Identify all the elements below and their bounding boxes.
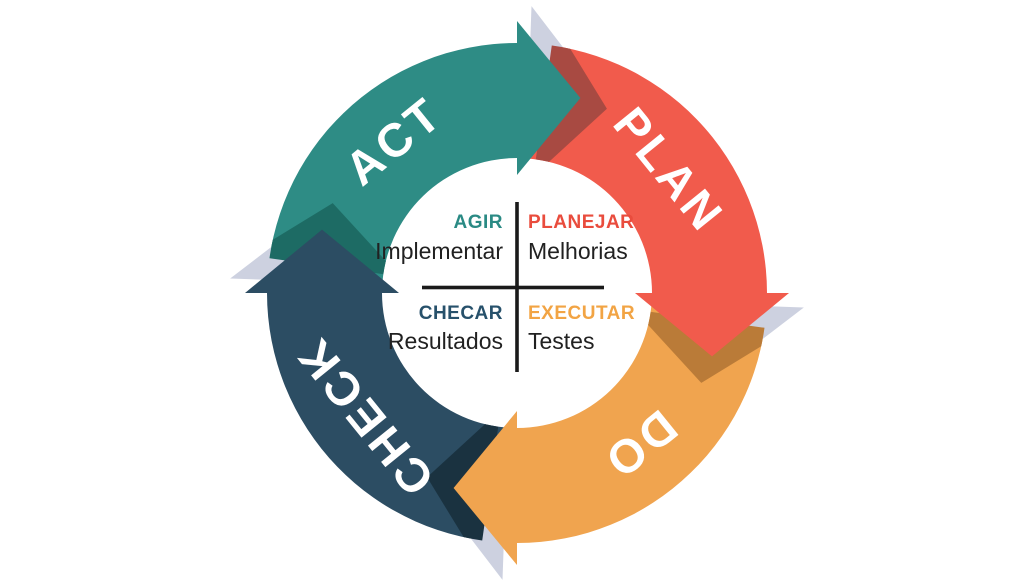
arrowheads	[245, 21, 789, 565]
do-arrowhead-icon	[453, 411, 517, 565]
quadrant-word-implementar: Implementar	[375, 238, 503, 264]
check-arrowhead-icon	[245, 229, 399, 293]
quadrant-label-agir: AGIR	[454, 212, 504, 233]
plan-arrowhead-icon	[635, 293, 789, 357]
quadrant-label-planejar: PLANEJAR	[528, 212, 634, 233]
act-arrowhead-icon	[517, 21, 581, 175]
divider-horizontal	[422, 285, 604, 290]
quadrant-word-melhorias: Melhorias	[528, 238, 628, 264]
quadrant-label-executar: EXECUTAR	[528, 303, 635, 324]
quadrant-label-checar: CHECAR	[419, 303, 503, 324]
center-quadrants: AGIR Implementar PLANEJAR Melhorias CHEC…	[375, 202, 635, 372]
quadrant-word-testes: Testes	[528, 328, 594, 354]
quadrant-word-resultados: Resultados	[388, 328, 503, 354]
